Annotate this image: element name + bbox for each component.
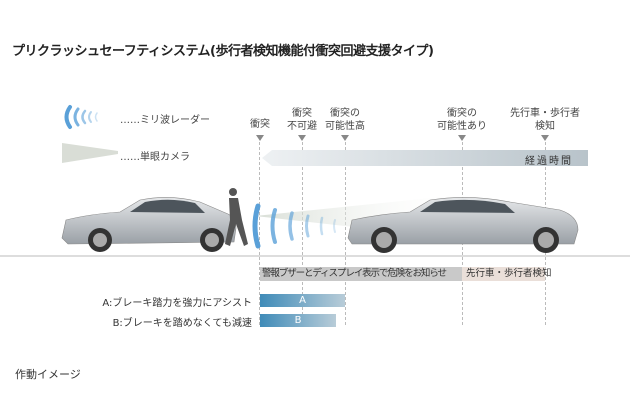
event-detection: 先行車・歩行者 検知 <box>510 108 580 132</box>
guide-line <box>259 142 260 325</box>
camera-icon <box>62 143 118 163</box>
diagram-title: プリクラッシュセーフティシステム(歩行者検知機能付衝突回避支援タイプ) <box>12 44 434 59</box>
assist-b-bar: B <box>260 314 336 327</box>
event-collision: 衝突 <box>250 119 270 130</box>
marker-icon <box>298 135 306 141</box>
pedestrian <box>225 188 248 246</box>
guide-line <box>345 142 346 325</box>
marker-icon <box>256 135 264 141</box>
marker-icon <box>541 135 549 141</box>
time-arrow-label: 経過時間 <box>525 156 573 167</box>
legend-radar: ……ミリ波レーダー <box>120 115 210 126</box>
marker-icon <box>458 135 466 141</box>
assist-b-label: B:ブレーキを踏めなくても減速 <box>112 318 252 329</box>
assist-a-label: A:ブレーキ踏力を強力にアシスト <box>102 298 252 309</box>
event-unavoidable: 衝突 不可避 <box>287 108 317 132</box>
event-possibility: 衝突の 可能性あり <box>437 108 487 132</box>
detection-bar: 先行車・歩行者検知 <box>462 267 552 281</box>
time-arrow <box>262 150 588 166</box>
radar-icon <box>64 105 98 129</box>
radar-waves <box>252 203 336 249</box>
event-high-possibility: 衝突の 可能性高 <box>325 108 365 132</box>
car-left <box>61 197 237 252</box>
caption: 作動イメージ <box>15 368 81 381</box>
assist-a-bar: A <box>260 294 345 307</box>
warning-bar: 警報ブザーとディスプレイ表示で危険をお知らせ <box>260 267 462 281</box>
marker-icon <box>341 135 349 141</box>
legend-camera: ……単眼カメラ <box>120 152 190 163</box>
scene-illustration <box>0 188 630 257</box>
car-right <box>347 197 579 253</box>
guide-line <box>302 142 303 325</box>
